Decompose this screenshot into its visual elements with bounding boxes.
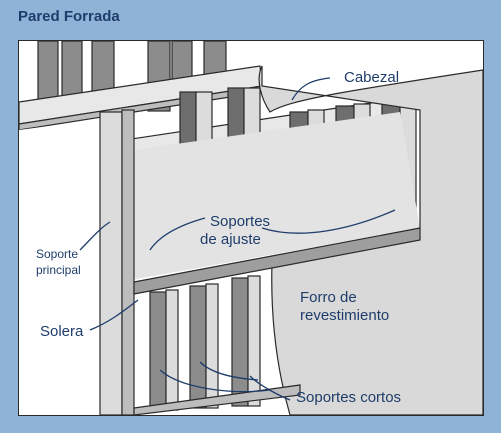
- diagram-title: Pared Forrada: [18, 8, 120, 25]
- label-soporte-principal-2: principal: [36, 263, 81, 277]
- label-soportes-ajuste-2: de ajuste: [200, 231, 261, 248]
- sill-plate: [133, 227, 421, 295]
- cripple-studs: [149, 275, 261, 411]
- label-soportes-cortos: Soportes cortos: [296, 389, 401, 406]
- main-stud: [99, 111, 123, 415]
- header-studs: [179, 87, 261, 149]
- label-forro-1: Forro de: [300, 289, 357, 306]
- label-soporte-principal-1: Soporte: [36, 247, 78, 261]
- label-forro-2: revestimiento: [300, 307, 389, 324]
- upper-rear-studs: [37, 41, 227, 112]
- label-soportes-ajuste-1: Soportes: [210, 213, 270, 230]
- label-solera: Solera: [40, 323, 84, 340]
- label-cabezal: Cabezal: [344, 69, 399, 86]
